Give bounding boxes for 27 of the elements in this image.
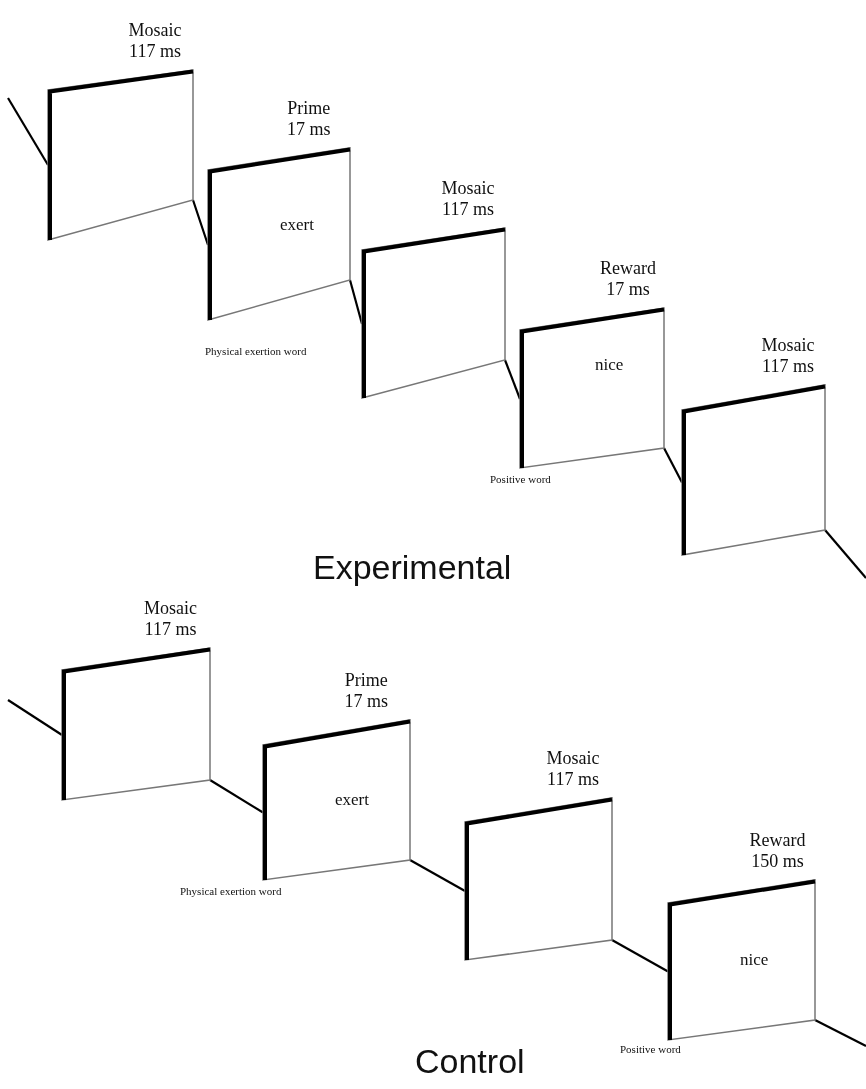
condition-label: Control: [415, 1042, 525, 1081]
connector-line: [611, 939, 669, 973]
frame-heading: Prime 17 ms: [344, 670, 388, 712]
frame-heading: Mosaic 117 ms: [441, 178, 495, 220]
stimulus-word: nice: [740, 950, 769, 970]
stimulus-word: exert: [335, 790, 369, 810]
connector-line: [409, 859, 466, 892]
stimulus-word: nice: [595, 355, 624, 375]
connector-line: [824, 529, 866, 579]
condition-label: Experimental: [313, 548, 512, 587]
frame-heading: Reward 17 ms: [600, 258, 656, 300]
frame-heading: Mosaic 117 ms: [761, 335, 815, 377]
connector-line: [7, 699, 63, 736]
stimulus-word: exert: [280, 215, 314, 235]
connector-line: [7, 97, 49, 166]
frame-heading: Prime 17 ms: [287, 98, 331, 140]
connector-line: [209, 779, 264, 814]
frame-heading: Reward 150 ms: [749, 830, 806, 872]
frame-heading: Mosaic 117 ms: [546, 748, 600, 790]
frame-heading: Mosaic 117 ms: [128, 20, 182, 62]
frame-heading: Mosaic 117 ms: [144, 598, 197, 640]
frame-caption: Physical exertion word: [205, 345, 307, 357]
frame-caption: Positive word: [620, 1043, 681, 1055]
connector-line: [814, 1019, 866, 1047]
frame-caption: Positive word: [490, 473, 551, 485]
frame-caption: Physical exertion word: [180, 885, 282, 897]
connector-line: [663, 447, 683, 483]
